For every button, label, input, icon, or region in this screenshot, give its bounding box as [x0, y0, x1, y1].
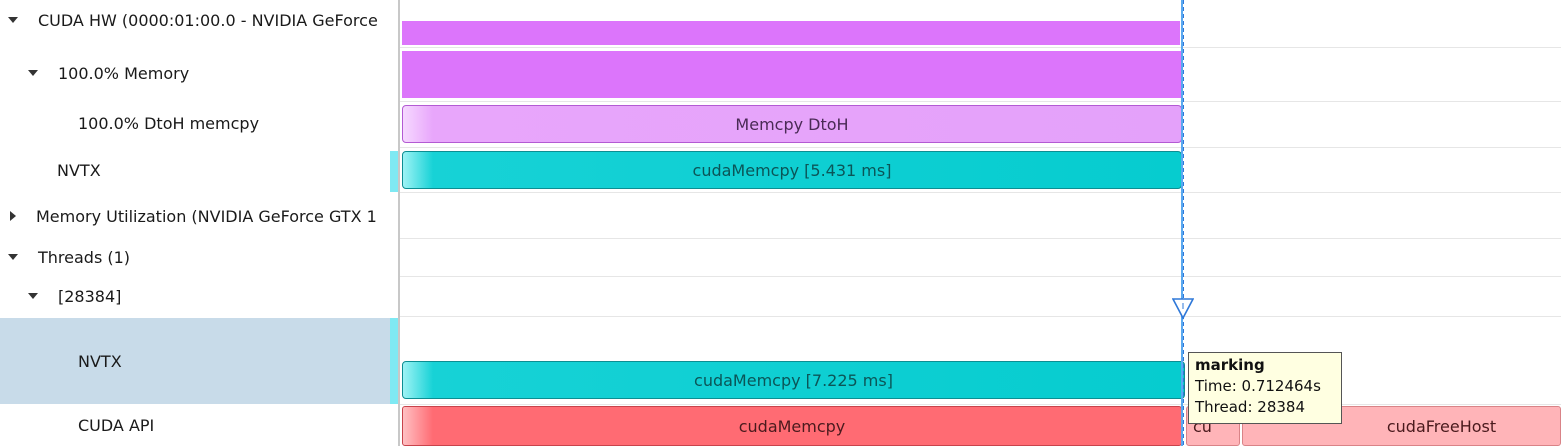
tooltip-time: Time: 0.712464s	[1195, 377, 1321, 395]
bar-label: cudaFreeHost	[1386, 416, 1497, 436]
expand-down-icon[interactable]	[6, 250, 20, 264]
row-separator	[400, 276, 1561, 277]
tree-row-thread-nvtx[interactable]: NVTX	[0, 318, 398, 404]
tree-row-hw-nvtx[interactable]: NVTX	[0, 148, 398, 192]
tree-row-label: NVTX	[57, 160, 101, 180]
row-separator	[400, 147, 1561, 148]
row-separator	[400, 47, 1561, 48]
tree-row-memory-utilization[interactable]: Memory Utilization (NVIDIA GeForce GTX 1	[0, 194, 398, 238]
tree-row-label: 100.0% Memory	[58, 63, 190, 83]
thread-nvtx-cudamemcpy-bar[interactable]: cudaMemcpy [7.225 ms]	[402, 361, 1185, 399]
time-cursor-line[interactable]	[1181, 0, 1183, 446]
timeline-canvas[interactable]: Memcpy DtoH cudaMemcpy [5.431 ms] cudaMe…	[400, 0, 1561, 446]
cuda-api-cudamemcpy-bar[interactable]: cudaMemcpy	[402, 406, 1182, 446]
timeline-row-tree: CUDA HW (0000:01:00.0 - NVIDIA GeForce 1…	[0, 0, 400, 446]
row-separator	[400, 404, 1561, 405]
expand-down-icon[interactable]	[6, 13, 20, 27]
row-highlight-marker	[390, 151, 398, 192]
bar-label: cudaMemcpy	[738, 416, 846, 436]
expand-down-icon[interactable]	[26, 66, 40, 80]
tree-row-threads[interactable]: Threads (1)	[0, 238, 398, 276]
row-separator	[400, 101, 1561, 102]
tree-row-cuda-api[interactable]: CUDA API	[0, 404, 398, 446]
tree-row-dtoh-memcpy[interactable]: 100.0% DtoH memcpy	[0, 101, 398, 145]
cuda-hw-memory-bar[interactable]	[402, 21, 1180, 45]
tree-row-label: CUDA HW (0000:01:00.0 - NVIDIA GeForce	[38, 10, 378, 30]
time-cursor-dash	[1183, 0, 1184, 446]
tooltip-title: marking	[1195, 356, 1265, 374]
row-highlight-marker	[390, 318, 398, 404]
memory-bar[interactable]	[402, 51, 1182, 98]
expand-down-icon[interactable]	[26, 289, 40, 303]
time-marker-icon[interactable]	[1172, 298, 1194, 320]
tree-row-memory[interactable]: 100.0% Memory	[0, 50, 398, 96]
tree-row-label: NVTX	[78, 351, 122, 371]
row-separator	[400, 238, 1561, 239]
tree-row-cuda-hw[interactable]: CUDA HW (0000:01:00.0 - NVIDIA GeForce	[0, 0, 398, 40]
tree-row-label: 100.0% DtoH memcpy	[78, 113, 260, 133]
tree-row-thread-28384[interactable]: [28384]	[0, 276, 398, 316]
row-separator	[400, 316, 1561, 317]
bar-label: cudaMemcpy [7.225 ms]	[694, 370, 893, 390]
row-separator	[400, 192, 1561, 193]
tree-row-label: Threads (1)	[38, 247, 131, 267]
marker-tooltip: marking Time: 0.712464s Thread: 28384	[1188, 352, 1342, 424]
tree-row-label: Memory Utilization (NVIDIA GeForce GTX 1	[36, 206, 377, 226]
tree-row-label: [28384]	[58, 286, 122, 306]
tree-row-label: CUDA API	[78, 415, 155, 435]
bar-label: cudaMemcpy [5.431 ms]	[692, 160, 892, 180]
expand-right-icon[interactable]	[6, 209, 20, 223]
memcpy-dtoh-bar[interactable]: Memcpy DtoH	[402, 105, 1182, 143]
hw-nvtx-cudamemcpy-bar[interactable]: cudaMemcpy [5.431 ms]	[402, 151, 1182, 189]
bar-label: Memcpy DtoH	[735, 114, 849, 134]
tooltip-thread: Thread: 28384	[1195, 398, 1305, 416]
